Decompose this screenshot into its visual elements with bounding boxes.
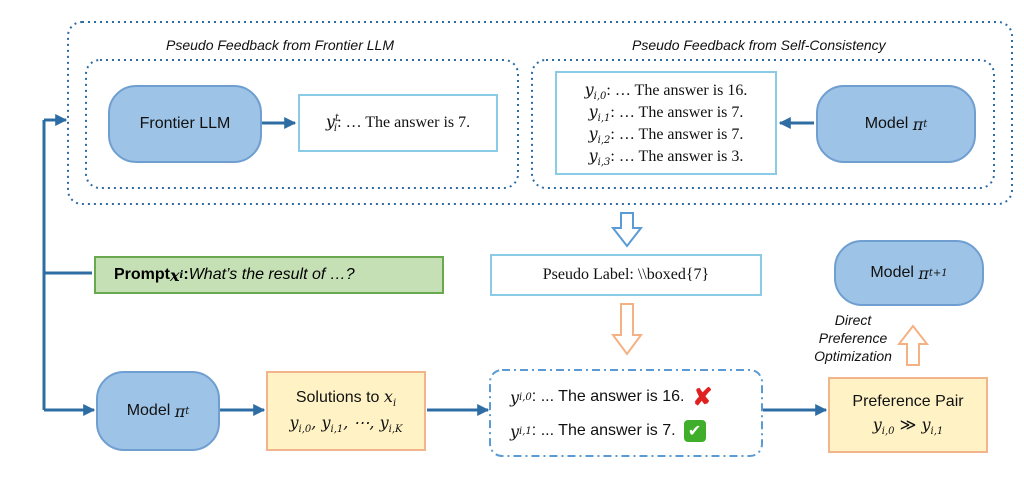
preference-pair-box: Preference Pair yi,0 ≫ yi,1	[828, 377, 988, 453]
self-consistency-answer: yi,0: … The answer is 16.	[584, 80, 748, 103]
self-consistency-list: yi,0: … The answer is 16.yi,1: … The ans…	[557, 73, 775, 169]
outer-feedback-panel	[67, 21, 1013, 205]
frontier-answer-box: yti: … The answer is 7.	[298, 94, 498, 152]
self-consistency-answer: yi,2: … The answer is 7.	[588, 124, 744, 147]
pseudo-label-text: Pseudo Label: \\boxed{7}	[542, 266, 710, 283]
self-consistency-panel-title: Pseudo Feedback from Self-Consistency	[632, 37, 886, 53]
frontier-llm-box: Frontier LLM	[108, 85, 262, 163]
dpo-label: Direct Preference Optimization	[814, 312, 892, 364]
hollow-down-arrow-orange	[611, 303, 643, 356]
solutions-box: Solutions to xi yi,0, yi,1, ⋯, yi,K	[266, 371, 426, 451]
frontier-feedback-panel	[85, 59, 519, 189]
pseudo-label-box: Pseudo Label: \\boxed{7}	[490, 254, 762, 296]
solutions-set: yi,0, yi,1, ⋯, yi,K	[289, 413, 403, 436]
solutions-title: Solutions to xi	[295, 386, 397, 409]
self-consistency-answer: yi,1: … The answer is 7.	[588, 102, 744, 125]
hollow-up-arrow-orange	[896, 324, 930, 366]
check-mark-icon: ✔	[683, 420, 706, 442]
self-consistency-answer: yi,3: … The answer is 3.	[588, 146, 744, 169]
preference-pair-relation: yi,0 ≫ yi,1	[872, 414, 944, 438]
frontier-llm-label: Frontier LLM	[139, 115, 231, 132]
cross-mark-icon: ✘	[692, 383, 713, 411]
frontier-panel-title: Pseudo Feedback from Frontier LLM	[166, 37, 394, 53]
frontier-answer-text: yti: … The answer is 7.	[325, 111, 471, 135]
preference-pair-title: Preference Pair	[852, 392, 964, 410]
self-consistency-panel	[531, 59, 995, 189]
self-consistency-answers-box: yi,0: … The answer is 16.yi,1: … The ans…	[555, 71, 777, 175]
hollow-down-arrow-blue	[610, 212, 644, 248]
